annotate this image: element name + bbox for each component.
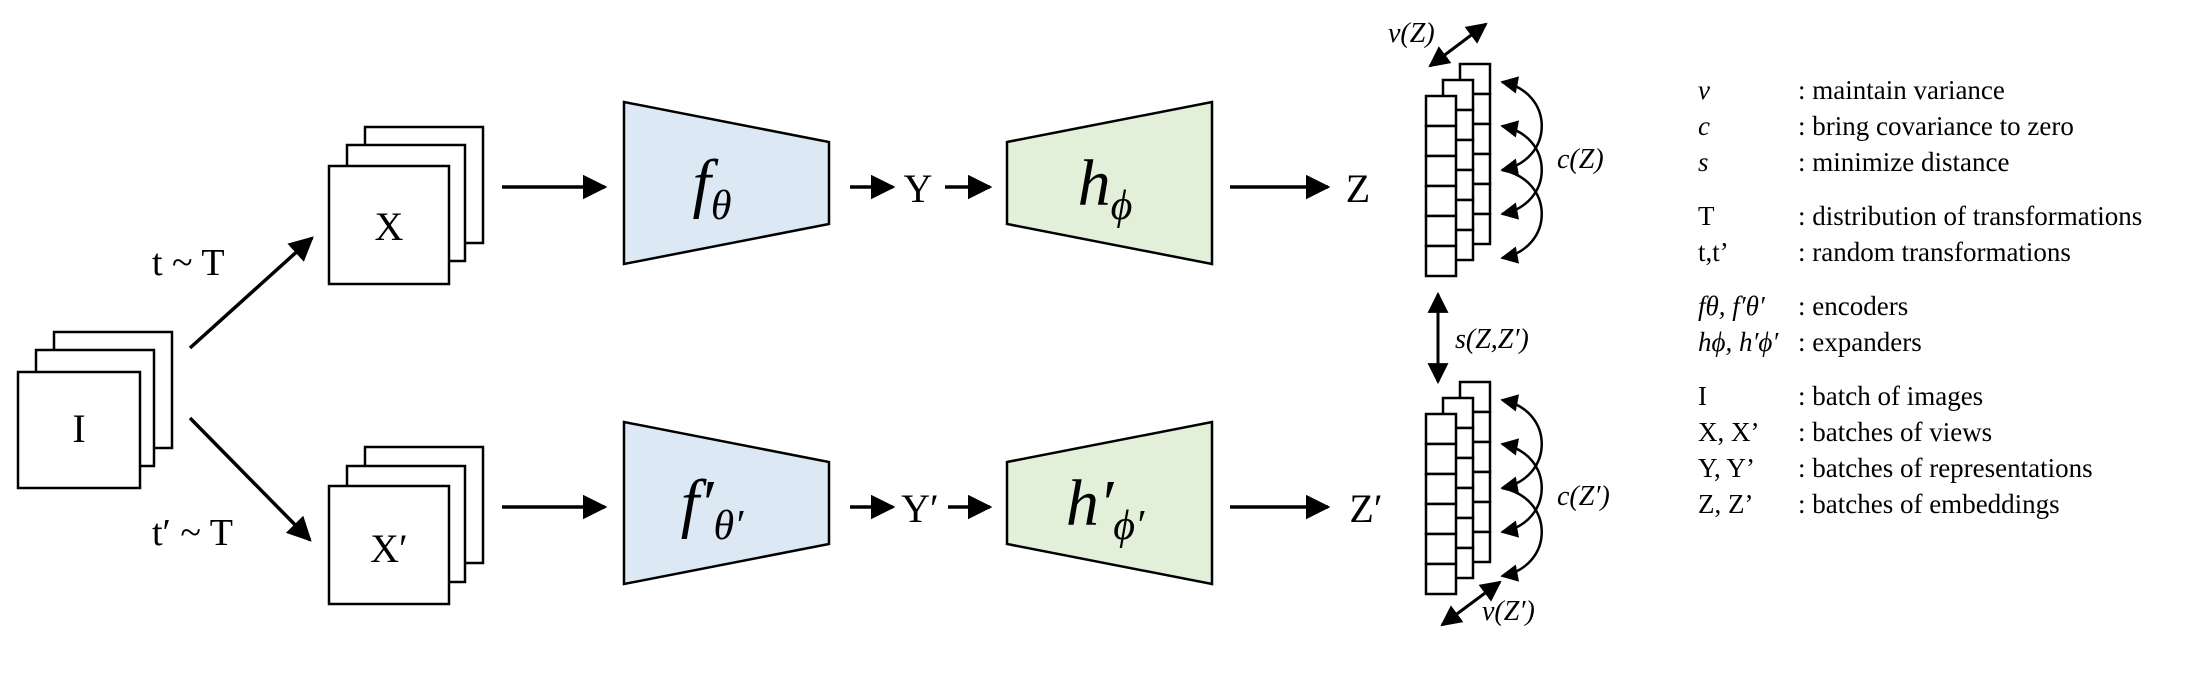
legend-description: : minimize distance: [1798, 147, 2010, 177]
transform-arrow-bottom: [188, 416, 312, 542]
legend-description: : batches of embeddings: [1798, 489, 2060, 519]
covariance-arcs-bottom: [1500, 394, 1543, 582]
legend-description: : expanders: [1798, 327, 1922, 357]
embedding-matrix-bottom: [1424, 380, 1492, 596]
legend-symbol: T: [1698, 201, 1715, 231]
embedding-label-bottom: Z′: [1349, 486, 1382, 531]
invariance-label: s(Z,Z′): [1455, 324, 1529, 355]
legend-row: I : batch of images: [1698, 378, 2188, 414]
encoder-top-subscript: θ: [711, 183, 732, 229]
variance-arrow-bottom: [1440, 580, 1502, 627]
legend-symbol: X, X’: [1698, 417, 1760, 447]
embedding-cell: [1424, 184, 1458, 218]
legend-symbol: v: [1698, 75, 1710, 105]
embedding-cell: [1424, 442, 1458, 476]
embedding-cell: [1424, 154, 1458, 188]
view-label-bottom: X′: [370, 526, 408, 571]
variance-label-top: v(Z): [1388, 18, 1435, 49]
svg-text:f′θ′: f′θ′: [681, 467, 744, 549]
expander-top-symbol: h: [1078, 147, 1111, 220]
covariance-arcs-top: [1500, 76, 1543, 264]
legend-description: : batch of images: [1798, 381, 1984, 411]
embedding-cell: [1424, 412, 1458, 446]
legend-gap: [1698, 270, 2188, 288]
encoder-top: fθ: [622, 100, 831, 266]
legend-description: : maintain variance: [1798, 75, 2005, 105]
variance-arrow-top: [1428, 22, 1488, 68]
variance-label-bottom: v(Z′): [1482, 596, 1535, 627]
expander-bottom-subscript: ϕ′: [1113, 503, 1145, 549]
legend-symbol: s: [1698, 147, 1709, 177]
embedding-cell: [1424, 214, 1458, 248]
legend-description: : distribution of transformations: [1798, 201, 2143, 231]
legend-row: Y, Y’ : batches of representations: [1698, 450, 2188, 486]
legend-row: c : bring covariance to zero: [1698, 108, 2188, 144]
expander-bottom-symbol: h′: [1066, 467, 1115, 540]
legend-row: t,t’ : random transformations: [1698, 234, 2188, 270]
legend-gap: [1698, 360, 2188, 378]
legend-symbol: Y, Y’: [1698, 453, 1756, 483]
transform-label-top: t ~ T: [152, 242, 225, 284]
legend-row: X, X’ : batches of views: [1698, 414, 2188, 450]
embedding-label-top: Z: [1346, 166, 1370, 211]
legend-description: : batches of representations: [1798, 453, 2093, 483]
legend-row: v : maintain variance: [1698, 72, 2188, 108]
legend-description: : encoders: [1798, 291, 1909, 321]
legend-row: T : distribution of transformations: [1698, 198, 2188, 234]
transform-arrow-top: [188, 236, 314, 350]
legend-symbol: c: [1698, 111, 1710, 141]
legend: v : maintain variance c : bring covariance …: [1698, 72, 2188, 522]
legend-row: Z, Z’ : batches of embeddings: [1698, 486, 2188, 522]
legend-row: hϕ, h′ϕ′ : expanders: [1698, 324, 2188, 360]
embedding-cell: [1424, 562, 1458, 596]
embedding-cell: [1424, 502, 1458, 536]
legend-description: : bring covariance to zero: [1798, 111, 2074, 141]
view-label-top: X: [375, 204, 404, 249]
embedding-matrix-top: [1424, 62, 1492, 278]
covariance-label-bottom: c(Z′): [1557, 481, 1610, 512]
representation-label-bottom: Y′: [901, 486, 939, 531]
legend-row: fθ, f′θ′ : encoders: [1698, 288, 2188, 324]
legend-description: : batches of views: [1798, 417, 1993, 447]
embedding-cell: [1424, 244, 1458, 278]
representation-label-top: Y: [904, 166, 933, 211]
legend-symbol: hϕ, h′ϕ′: [1698, 327, 1779, 357]
vicreg-diagram: I t ~ T t′ ~ T X X′ fθ f′θ′ Y Y′: [16, 18, 1610, 627]
encoder-bottom-subscript: θ′: [713, 503, 744, 549]
legend-symbol: Z, Z’: [1698, 489, 1754, 519]
embedding-cell: [1424, 472, 1458, 506]
encoder-bottom-symbol: f′: [681, 467, 715, 540]
legend-gap: [1698, 180, 2188, 198]
expander-bottom: h′ϕ′: [1005, 420, 1214, 586]
legend-symbol: I: [1698, 381, 1707, 411]
expander-top: hϕ: [1005, 100, 1214, 266]
covariance-label-top: c(Z): [1557, 144, 1604, 175]
embedding-cell: [1424, 124, 1458, 158]
expander-top-subscript: ϕ: [1111, 183, 1133, 229]
transform-label-bottom: t′ ~ T: [152, 512, 233, 554]
svg-text:hϕ: hϕ: [1078, 147, 1133, 229]
input-label: I: [72, 406, 85, 451]
legend-symbol: t,t’: [1698, 237, 1729, 267]
legend-symbol: fθ, f′θ′: [1698, 291, 1765, 321]
input-image-stack: I: [16, 330, 174, 490]
legend-row: s : minimize distance: [1698, 144, 2188, 180]
embedding-cell: [1424, 94, 1458, 128]
svg-text:h′ϕ′: h′ϕ′: [1066, 467, 1145, 549]
encoder-bottom: f′θ′: [622, 420, 831, 586]
embedding-cell: [1424, 532, 1458, 566]
view-stack-bottom: X′: [327, 445, 485, 606]
view-stack-top: X: [327, 125, 485, 286]
legend-description: : random transformations: [1798, 237, 2071, 267]
